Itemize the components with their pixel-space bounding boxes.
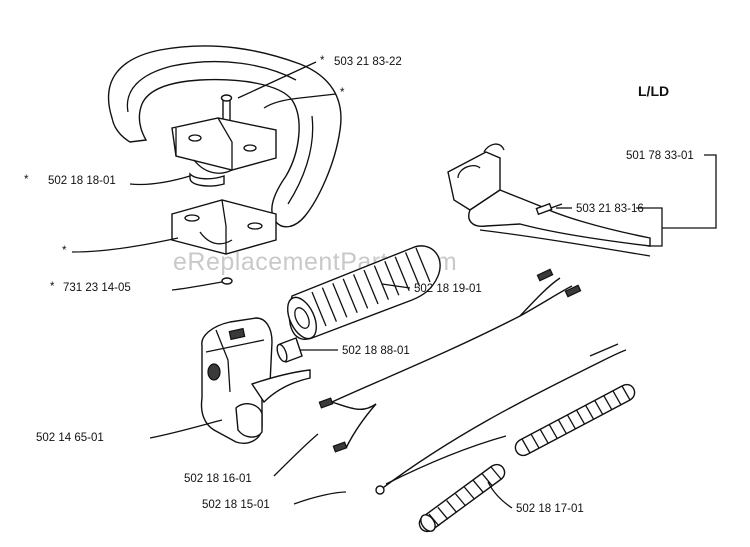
texture-line bbox=[585, 404, 595, 420]
texture-line bbox=[455, 493, 467, 507]
callout-c12: 501 78 33-01 bbox=[626, 150, 694, 162]
texture-line bbox=[557, 419, 567, 435]
texture-line bbox=[321, 287, 338, 322]
grip-sleeve bbox=[276, 337, 303, 363]
callout-c1-marker: * bbox=[320, 55, 325, 67]
texture-line bbox=[575, 409, 586, 425]
texture-line bbox=[463, 486, 475, 500]
texture-line bbox=[428, 513, 440, 527]
callout-c5-marker: * bbox=[50, 281, 55, 293]
callout-c5: 731 23 14-05 bbox=[63, 282, 131, 294]
texture-line bbox=[521, 438, 531, 454]
stop-cable bbox=[375, 343, 627, 495]
callout-c3-marker: * bbox=[24, 174, 29, 186]
texture-line bbox=[566, 414, 577, 430]
texture-line bbox=[437, 506, 449, 520]
texture-line bbox=[539, 429, 549, 444]
upper-clamp bbox=[171, 117, 277, 174]
texture-line bbox=[603, 395, 613, 410]
texture-line bbox=[548, 424, 558, 439]
texture-line bbox=[352, 274, 369, 309]
texture-line bbox=[612, 390, 622, 406]
texture-line bbox=[415, 247, 431, 283]
texture-line bbox=[530, 433, 540, 449]
throttle-assembly bbox=[200, 317, 311, 444]
protective-tube-lower bbox=[418, 463, 506, 533]
texture-line bbox=[384, 260, 400, 296]
texture-line bbox=[446, 500, 458, 513]
handle-grip bbox=[286, 245, 441, 340]
texture-line bbox=[342, 278, 358, 314]
callout-c2-marker: * bbox=[340, 87, 345, 99]
texture-line bbox=[594, 400, 604, 415]
callout-c13: 503 21 83-16 bbox=[576, 203, 644, 215]
bracket-screw bbox=[535, 202, 563, 216]
texture-line bbox=[373, 265, 390, 300]
callout-c4-marker: * bbox=[62, 245, 67, 257]
callout-c10: 502 18 15-01 bbox=[202, 499, 270, 511]
cable-harness bbox=[318, 268, 582, 453]
callout-c3: 502 18 18-01 bbox=[48, 175, 116, 187]
texture-line bbox=[332, 282, 348, 318]
texture-line bbox=[472, 480, 484, 493]
handle-bracket bbox=[447, 143, 651, 257]
callout-c6: 502 18 19-01 bbox=[414, 283, 482, 295]
callout-c7: 502 18 88-01 bbox=[342, 345, 410, 357]
callout-c11: 502 18 17-01 bbox=[516, 503, 584, 515]
variant-label: L/LD bbox=[638, 83, 669, 99]
protective-tube-upper bbox=[514, 383, 636, 457]
leader-lines bbox=[71, 61, 717, 509]
texture-line bbox=[363, 269, 379, 305]
texture-line bbox=[481, 473, 493, 487]
texture-line bbox=[490, 466, 502, 480]
callout-c9: 502 18 16-01 bbox=[184, 473, 252, 485]
texture-line bbox=[311, 291, 327, 327]
texture-line bbox=[394, 256, 410, 292]
clamp-bolt bbox=[220, 94, 233, 139]
small-nut bbox=[221, 277, 233, 285]
clamp-ring bbox=[189, 172, 225, 187]
callout-c1: 503 21 83-22 bbox=[334, 56, 402, 68]
callout-labels: * 503 21 83-22 * * 502 18 18-01 * * 731 … bbox=[24, 55, 694, 515]
texture-line bbox=[404, 252, 421, 287]
lower-clamp bbox=[171, 199, 277, 255]
callout-c8: 502 14 65-01 bbox=[36, 432, 104, 444]
texture-line bbox=[621, 385, 631, 401]
